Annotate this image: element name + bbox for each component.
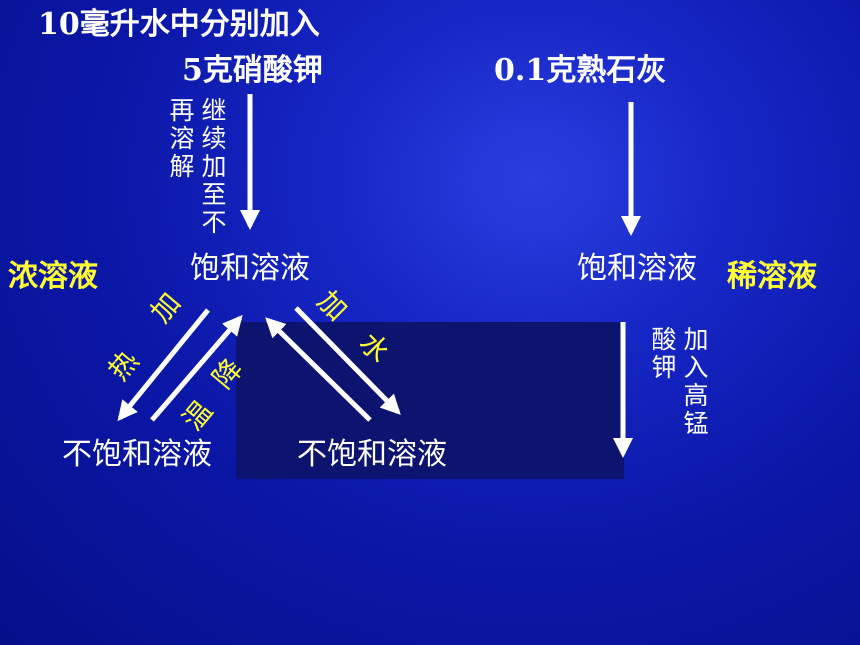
add-label-col2: 酸钾 xyxy=(651,325,677,382)
saturated-solution-right: 饱和溶液 xyxy=(577,251,697,286)
page-title: 10毫升水中分别加入 xyxy=(38,7,320,42)
continue-label-col2: 再溶解 xyxy=(169,96,195,181)
unsaturated-solution-right: 不饱和溶液 xyxy=(297,437,447,472)
source-right-label: 0.1克熟石灰 xyxy=(494,53,667,88)
continue-label-col1: 继续加至不 xyxy=(201,96,227,237)
unsaturated-solution-left: 不饱和溶液 xyxy=(62,437,212,472)
arrow-back xyxy=(265,317,372,422)
dilute-label: 稀溶液 xyxy=(727,259,817,294)
dark-panel xyxy=(236,322,624,479)
concentrated-label: 浓溶液 xyxy=(8,259,98,294)
source-left-label: 5克硝酸钾 xyxy=(182,53,323,88)
add-label-col1: 加入高锰 xyxy=(683,325,709,438)
arrow-water xyxy=(294,306,401,415)
arrow-heat xyxy=(117,308,210,422)
saturated-solution-left: 饱和溶液 xyxy=(190,251,310,286)
arrow-cool xyxy=(150,314,243,422)
